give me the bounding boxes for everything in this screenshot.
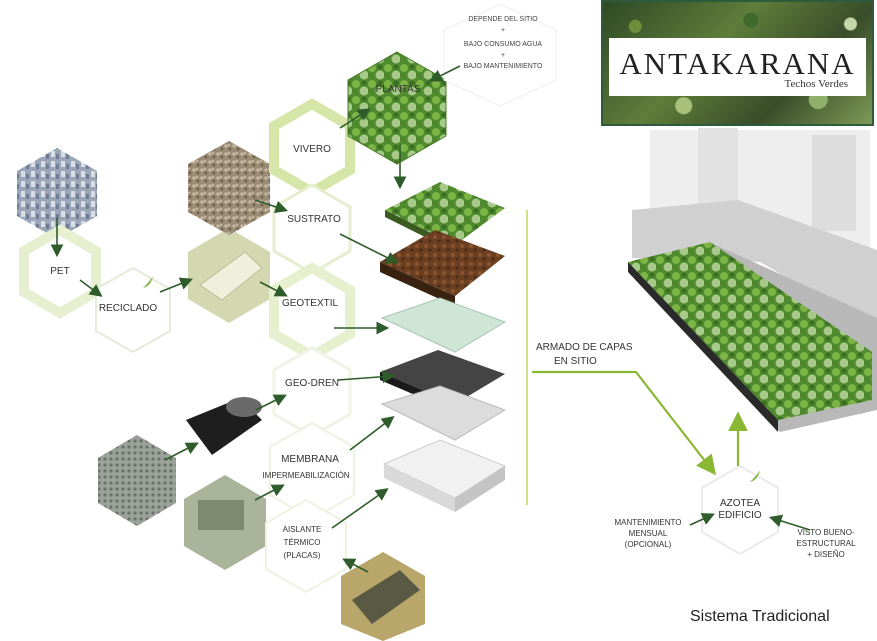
green-arrows: [532, 370, 748, 476]
geotextil-label: GEOTEXTIL: [282, 298, 339, 309]
dimple-photo-hex: [98, 435, 176, 526]
membrana-label-1: MEMBRANA: [281, 454, 339, 465]
arrow-roll-geotextil: [259, 281, 288, 297]
layer-plants: [385, 182, 505, 245]
arrow-insulation-aislante: [342, 558, 369, 573]
arrow-membrana-layer: [349, 416, 395, 451]
roof-bed-edge: [628, 262, 778, 432]
azotea-label-1: AZOTEA: [720, 498, 760, 509]
geotextil-hex: [269, 262, 355, 362]
aislante-hex: [265, 498, 347, 594]
roof-green-bed: [628, 242, 872, 420]
azotea-hex: [701, 464, 779, 556]
layer-insulation-edge: [384, 464, 455, 512]
layer-membrane: [380, 385, 507, 441]
roll-shape: [199, 251, 263, 301]
arrow-sustrato-layer: [339, 233, 399, 264]
brand-band: ANTAKARANA Techos Verdes: [609, 38, 866, 96]
notes-line2: BAJO CONSUMO AGUA: [464, 41, 543, 48]
notes-line3: BAJO MANTENIMIENTO: [464, 63, 543, 70]
arrow-geodren-layer: [337, 370, 396, 384]
arrow-armado-azotea: [532, 370, 717, 476]
pet-photo-hex: [17, 148, 97, 239]
layer-geotextil: [380, 297, 507, 353]
plantas-hex: [347, 51, 447, 165]
visto-line3: + DISEÑO: [807, 550, 845, 559]
arrow-pet-reciclado: [79, 279, 103, 297]
aislante-label-2: TÉRMICO: [284, 538, 321, 547]
visto-line2: ESTRUCTURAL: [796, 539, 856, 548]
arrow-notes-plantas: [429, 65, 461, 82]
brand-subtitle: Techos Verdes: [784, 78, 848, 90]
layer-substrate-edge: [380, 262, 455, 306]
azotea-label-2: EDIFICIO: [718, 510, 762, 521]
arrow-mantenimiento: [689, 513, 715, 526]
layer-insulation-side: [455, 466, 505, 512]
install-detail: [198, 500, 244, 530]
notes-plus1: +: [501, 27, 505, 34]
mantenimiento-line3: (OPCIONAL): [625, 540, 672, 549]
gravel-photo-hex: [188, 141, 270, 235]
sustrato-hex: [272, 183, 352, 275]
membrana-label-2: IMPERMEABILIZACIÓN: [262, 471, 349, 480]
brand-title: ANTAKARANA: [619, 46, 856, 81]
arrow-install-membrana: [254, 484, 285, 501]
armado-line1: ARMADO DE CAPAS: [536, 342, 633, 353]
insulation-detail: [352, 570, 420, 624]
notes-plus2: +: [501, 52, 505, 59]
notes-hex: [443, 3, 557, 107]
pet-hex: [19, 224, 101, 319]
aislante-label-3: (PLACAS): [284, 551, 321, 560]
sustrato-label: SUSTRATO: [287, 214, 341, 225]
vivero-label: VIVERO: [293, 144, 331, 155]
aislante-label-1: AISLANTE: [283, 525, 322, 534]
footer-caption: Sistema Tradicional: [690, 608, 830, 625]
geodren-roll: [226, 397, 262, 417]
brand-logo: ANTAKARANA Techos Verdes: [601, 0, 874, 126]
arrow-dimple-photo: [164, 442, 199, 461]
arrow-aislante-layer: [331, 488, 389, 529]
arrow-reciclado-roll: [159, 277, 193, 293]
geodren-label: GEO-DREN: [285, 378, 339, 389]
mantenimiento-line2: MENSUAL: [629, 529, 668, 538]
building-2: [812, 135, 856, 231]
reciclado-label: RECICLADO: [99, 303, 158, 314]
arrow-gravel-sustrato: [254, 199, 289, 214]
pet-label: PET: [50, 266, 69, 277]
arrow-photo-geodren: [255, 394, 287, 411]
roof-parapet: [632, 200, 877, 330]
layer-substrate: [380, 230, 505, 296]
plantas-label: PLANTAS: [376, 84, 421, 95]
armado-line2: EN SITIO: [554, 356, 597, 367]
visto-line1: VISTO BUENO-: [797, 528, 855, 537]
notes-line1: DEPENDE DEL SITIO: [468, 16, 538, 23]
mantenimiento-line1: MANTENIMIENTO: [615, 518, 682, 527]
arrow-visto: [768, 514, 811, 531]
flow-arrows: [50, 65, 811, 573]
arrow-vivero-plantas: [339, 108, 371, 129]
layer-geodren: [380, 350, 505, 404]
